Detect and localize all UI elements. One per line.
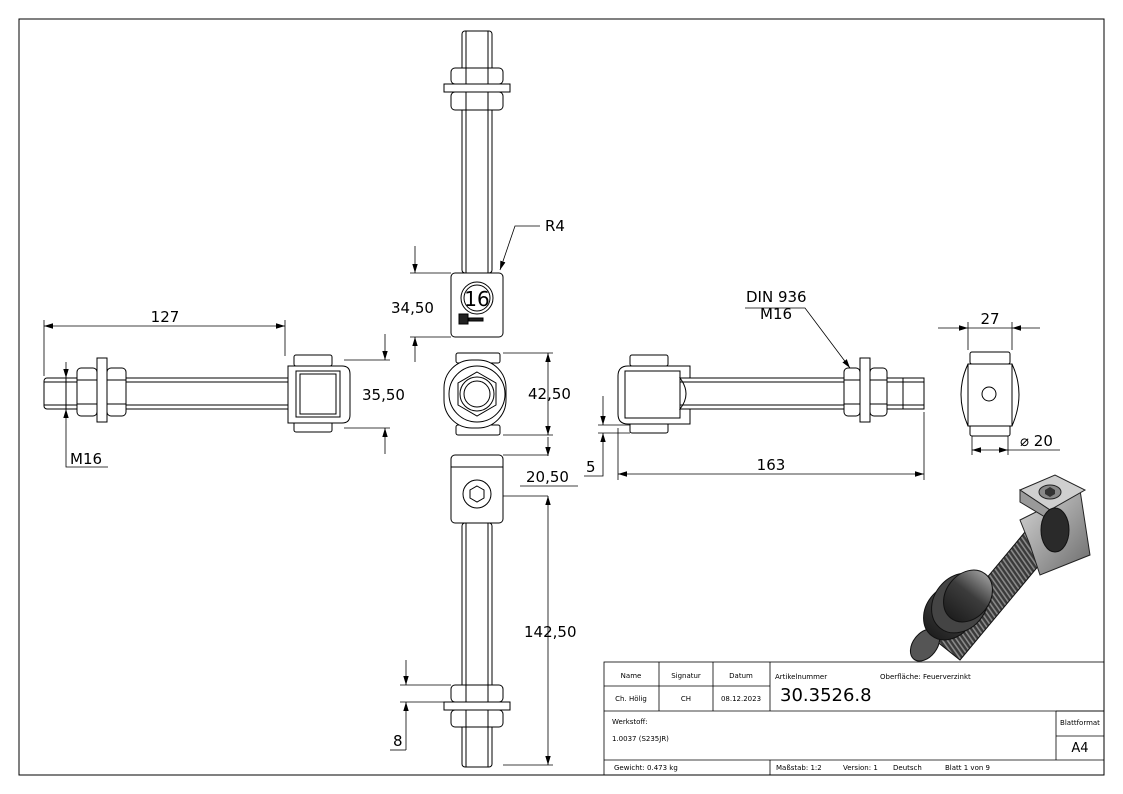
dim-42-50: 42,50 <box>528 385 571 403</box>
tb-werkstoff-label: Werkstoff: <box>612 718 648 726</box>
tb-blattformat-value: A4 <box>1071 741 1088 756</box>
stamp-number: 16 <box>464 287 489 311</box>
tb-artikel-label: Artikelnummer <box>775 673 827 681</box>
dim-142-50: 142,50 <box>524 623 577 641</box>
tb-gewicht: Gewicht: 0.473 kg <box>614 764 678 772</box>
dim-163: 163 <box>757 456 786 474</box>
right-view-bolt <box>678 357 925 423</box>
dim-27: 27 <box>980 310 999 328</box>
dim-8: 8 <box>393 732 403 750</box>
dimension-lines <box>43 225 1060 766</box>
end-view <box>960 351 1020 437</box>
sheet-border <box>18 18 1105 776</box>
left-view-bolt <box>43 357 295 423</box>
title-block <box>603 661 1105 776</box>
tb-werkstoff-value: 1.0037 (S235JR) <box>612 735 669 743</box>
front-view-top-rod <box>443 30 511 274</box>
front-view-upper-block <box>450 272 504 338</box>
dim-5: 5 <box>586 458 596 476</box>
title-block-texts: Name Signatur Datum Ch. Hölig CH 08.12.2… <box>612 672 1100 772</box>
left-view-bracket <box>287 354 351 433</box>
tb-sprache: Deutsch <box>893 764 922 772</box>
tb-blatt: Blatt 1 von 9 <box>945 764 990 772</box>
dim-35-50: 35,50 <box>362 386 405 404</box>
dim-m16-right: M16 <box>760 305 792 323</box>
front-view-center-eye <box>443 352 507 436</box>
tb-version: Version: 1 <box>843 764 878 772</box>
right-view-bracket <box>617 354 691 434</box>
dim-dia-20: ⌀ 20 <box>1020 432 1053 450</box>
dim-34-50: 34,50 <box>391 299 434 317</box>
dim-20-50: 20,50 <box>526 468 569 486</box>
dimension-texts: 127 M16 35,50 34,50 R4 42,50 20,50 142,5… <box>70 217 1053 750</box>
dim-din936: DIN 936 <box>746 288 807 306</box>
dim-m16-left: M16 <box>70 450 102 468</box>
tb-val-name: Ch. Hölig <box>615 695 647 703</box>
dim-r4: R4 <box>545 217 565 235</box>
front-view-bottom-rod <box>443 522 511 768</box>
tb-hdr-name: Name <box>621 672 642 680</box>
dim-127: 127 <box>151 308 180 326</box>
front-view-lower-block <box>450 454 504 524</box>
tb-artikel-value: 30.3526.8 <box>780 685 872 706</box>
tb-massstab: Maßstab: 1:2 <box>776 764 822 772</box>
tb-hdr-datum: Datum <box>729 672 753 680</box>
tb-hdr-signatur: Signatur <box>671 672 701 680</box>
tb-blattformat-label: Blattformat <box>1060 719 1100 727</box>
tb-val-datum: 08.12.2023 <box>721 695 761 703</box>
tb-val-signatur: CH <box>681 695 691 703</box>
tb-oberflaeche: Oberfläche: Feuerverzinkt <box>880 673 971 681</box>
isometric-view <box>909 474 1091 662</box>
